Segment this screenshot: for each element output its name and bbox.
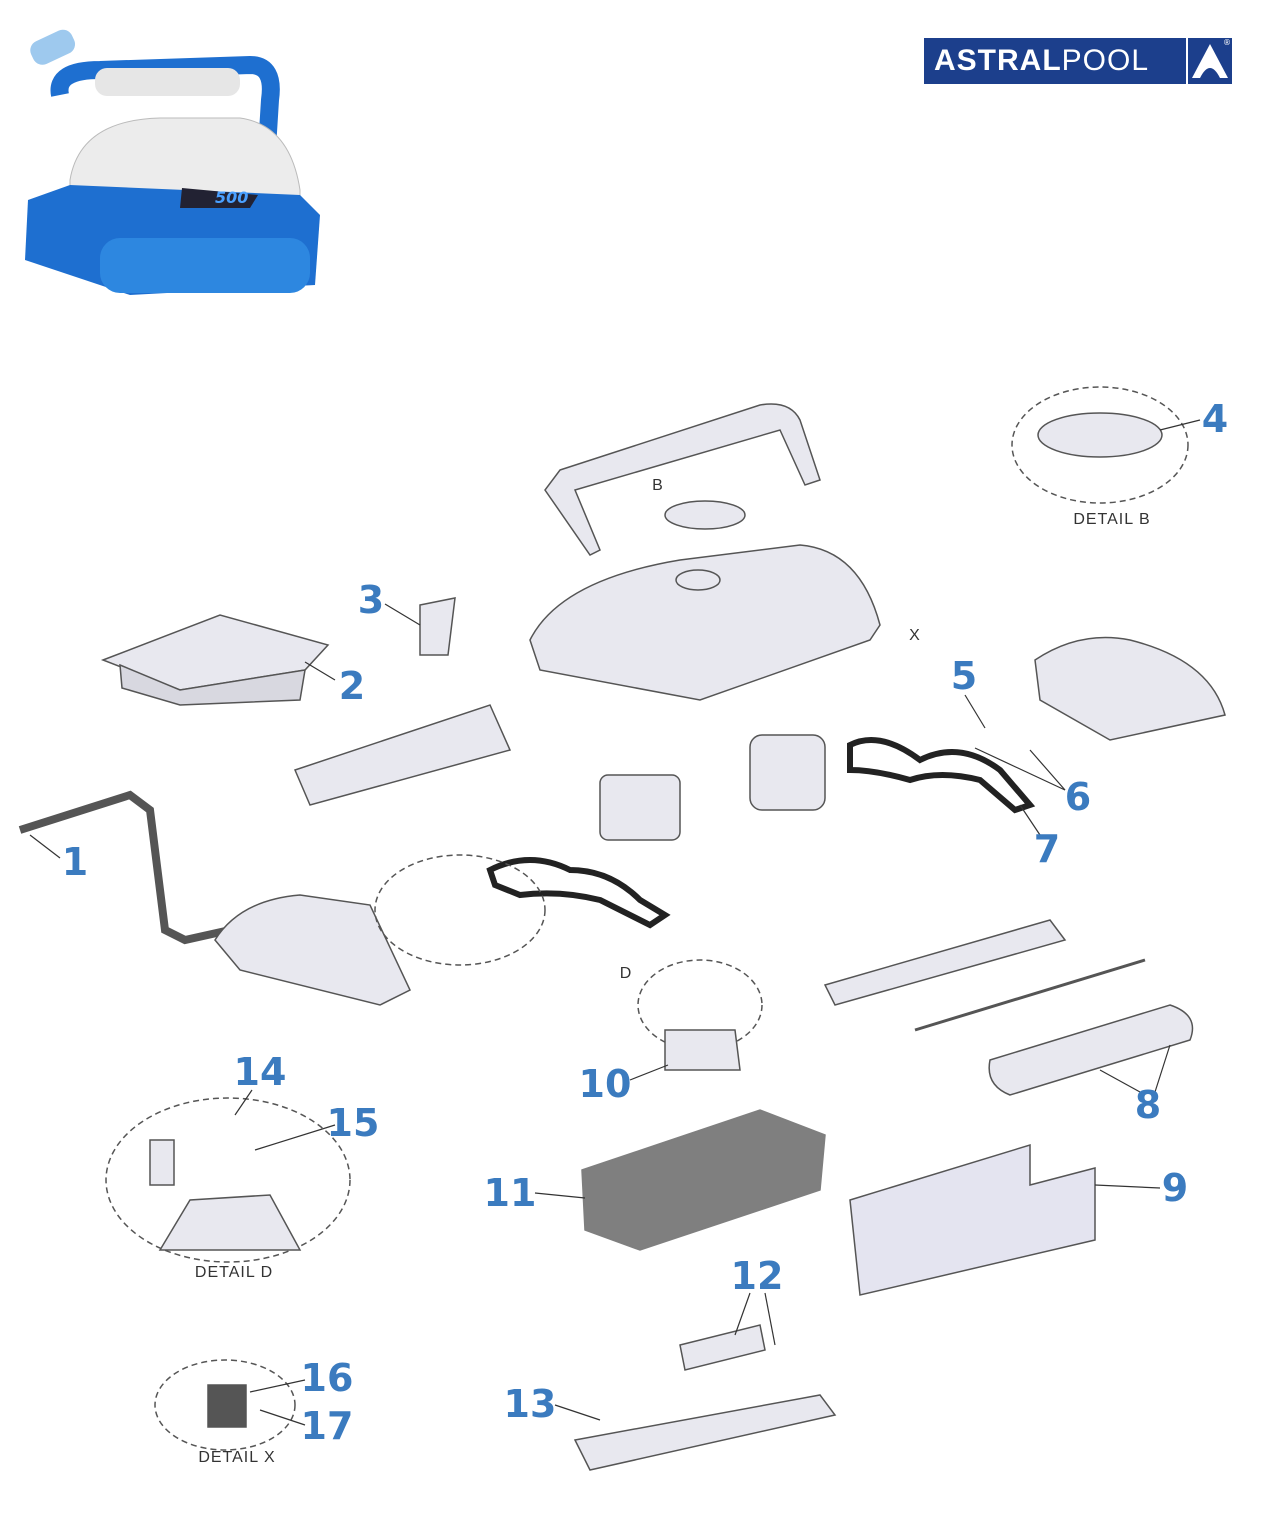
detail-x-label: DETAIL X	[198, 1449, 276, 1466]
leader-lines	[29, 419, 1201, 1426]
callout-17: 17	[300, 1404, 354, 1448]
roller-top	[293, 704, 512, 806]
detail-b-label: DETAIL B	[1073, 511, 1151, 528]
filter-9	[849, 1143, 1096, 1296]
callout-13: 13	[503, 1382, 557, 1426]
detail-d-impeller	[158, 1194, 302, 1251]
belt-7	[847, 737, 1036, 814]
brand-name-bold: ASTRAL	[934, 44, 1062, 77]
callout-10: 10	[578, 1062, 632, 1106]
body-cover	[529, 544, 881, 701]
detail-d-marker: D	[619, 965, 633, 982]
filter-cap	[664, 500, 746, 530]
detail-x-marker: X	[909, 627, 921, 644]
callout-4: 4	[1201, 397, 1229, 441]
detail-b-grille	[1037, 412, 1163, 458]
callout-6: 6	[1064, 775, 1092, 819]
callout-15: 15	[326, 1101, 380, 1145]
pump	[599, 774, 681, 841]
belt-left	[486, 857, 671, 929]
motor	[749, 734, 826, 811]
callout-11: 11	[483, 1171, 537, 1215]
remote-control	[30, 29, 76, 65]
parts	[18, 386, 1226, 1471]
callout-12: 12	[730, 1254, 784, 1298]
handle	[544, 403, 821, 556]
product-photo: 500	[25, 29, 320, 295]
filter-basket-11	[581, 1109, 826, 1251]
detail-b-marker: B	[652, 477, 664, 494]
side-frame-left	[214, 894, 411, 1006]
part-3	[419, 597, 456, 656]
impeller-10	[664, 1029, 741, 1071]
roller-2	[823, 919, 1067, 1006]
cable-1	[18, 790, 231, 945]
callout-5: 5	[950, 654, 978, 698]
callout-14: 14	[233, 1050, 287, 1094]
callout-8: 8	[1134, 1083, 1162, 1127]
callout-3: 3	[357, 578, 385, 622]
roller-sleeve-8	[988, 1004, 1194, 1096]
callout-16: 16	[300, 1356, 354, 1400]
part-12	[679, 1324, 766, 1371]
callout-2: 2	[338, 664, 366, 708]
registered-mark: ®	[1223, 38, 1231, 47]
astralpool-triangle-icon: ®	[1186, 38, 1232, 84]
tray-13	[573, 1394, 837, 1471]
callout-7: 7	[1033, 827, 1061, 871]
side-frame-right	[1034, 636, 1226, 741]
callout-9: 9	[1161, 1166, 1189, 1210]
detail-d-label: DETAIL D	[194, 1264, 274, 1281]
callout-1: 1	[61, 840, 89, 884]
brand-name-light: POOL	[1061, 44, 1150, 77]
astralpool-logo: ASTRALPOOL ®	[924, 38, 1232, 84]
product-badge: 500	[215, 188, 248, 207]
